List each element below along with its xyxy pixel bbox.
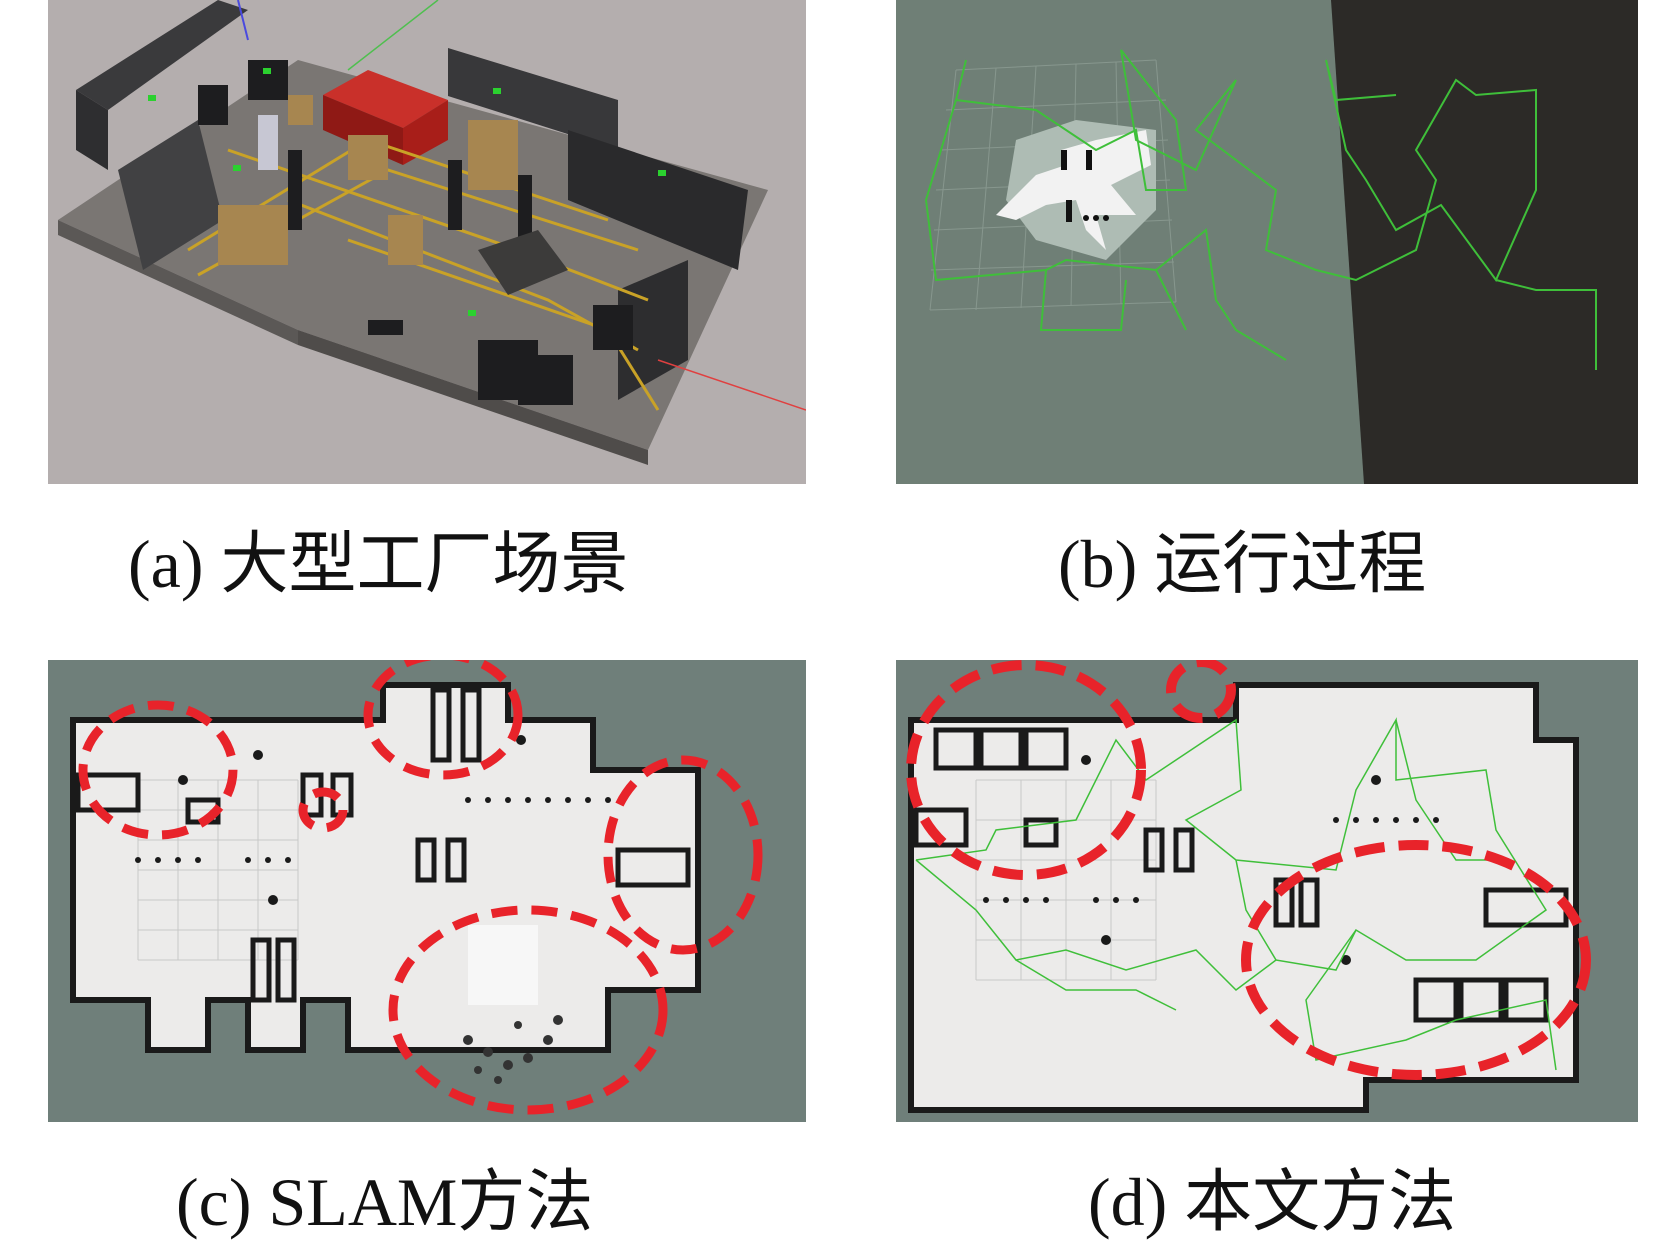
occupancy-map-proposed-image [896, 660, 1638, 1122]
rviz-exploration-view-image [896, 0, 1638, 484]
occupancy-map-slam-image [48, 660, 806, 1122]
caption-c: (c) SLAM方法 [176, 1164, 594, 1240]
factory-3d-render-image [48, 0, 806, 484]
slam-method-map-image [48, 660, 806, 1122]
caption-b: (b) 运行过程 [1058, 526, 1427, 602]
caption-a: (a) 大型工厂场景 [128, 526, 629, 602]
proposed-method-map-image [896, 660, 1638, 1122]
caption-d: (d) 本文方法 [1088, 1164, 1457, 1240]
factory-scene-image [48, 0, 806, 484]
rviz-process-image [896, 0, 1638, 484]
